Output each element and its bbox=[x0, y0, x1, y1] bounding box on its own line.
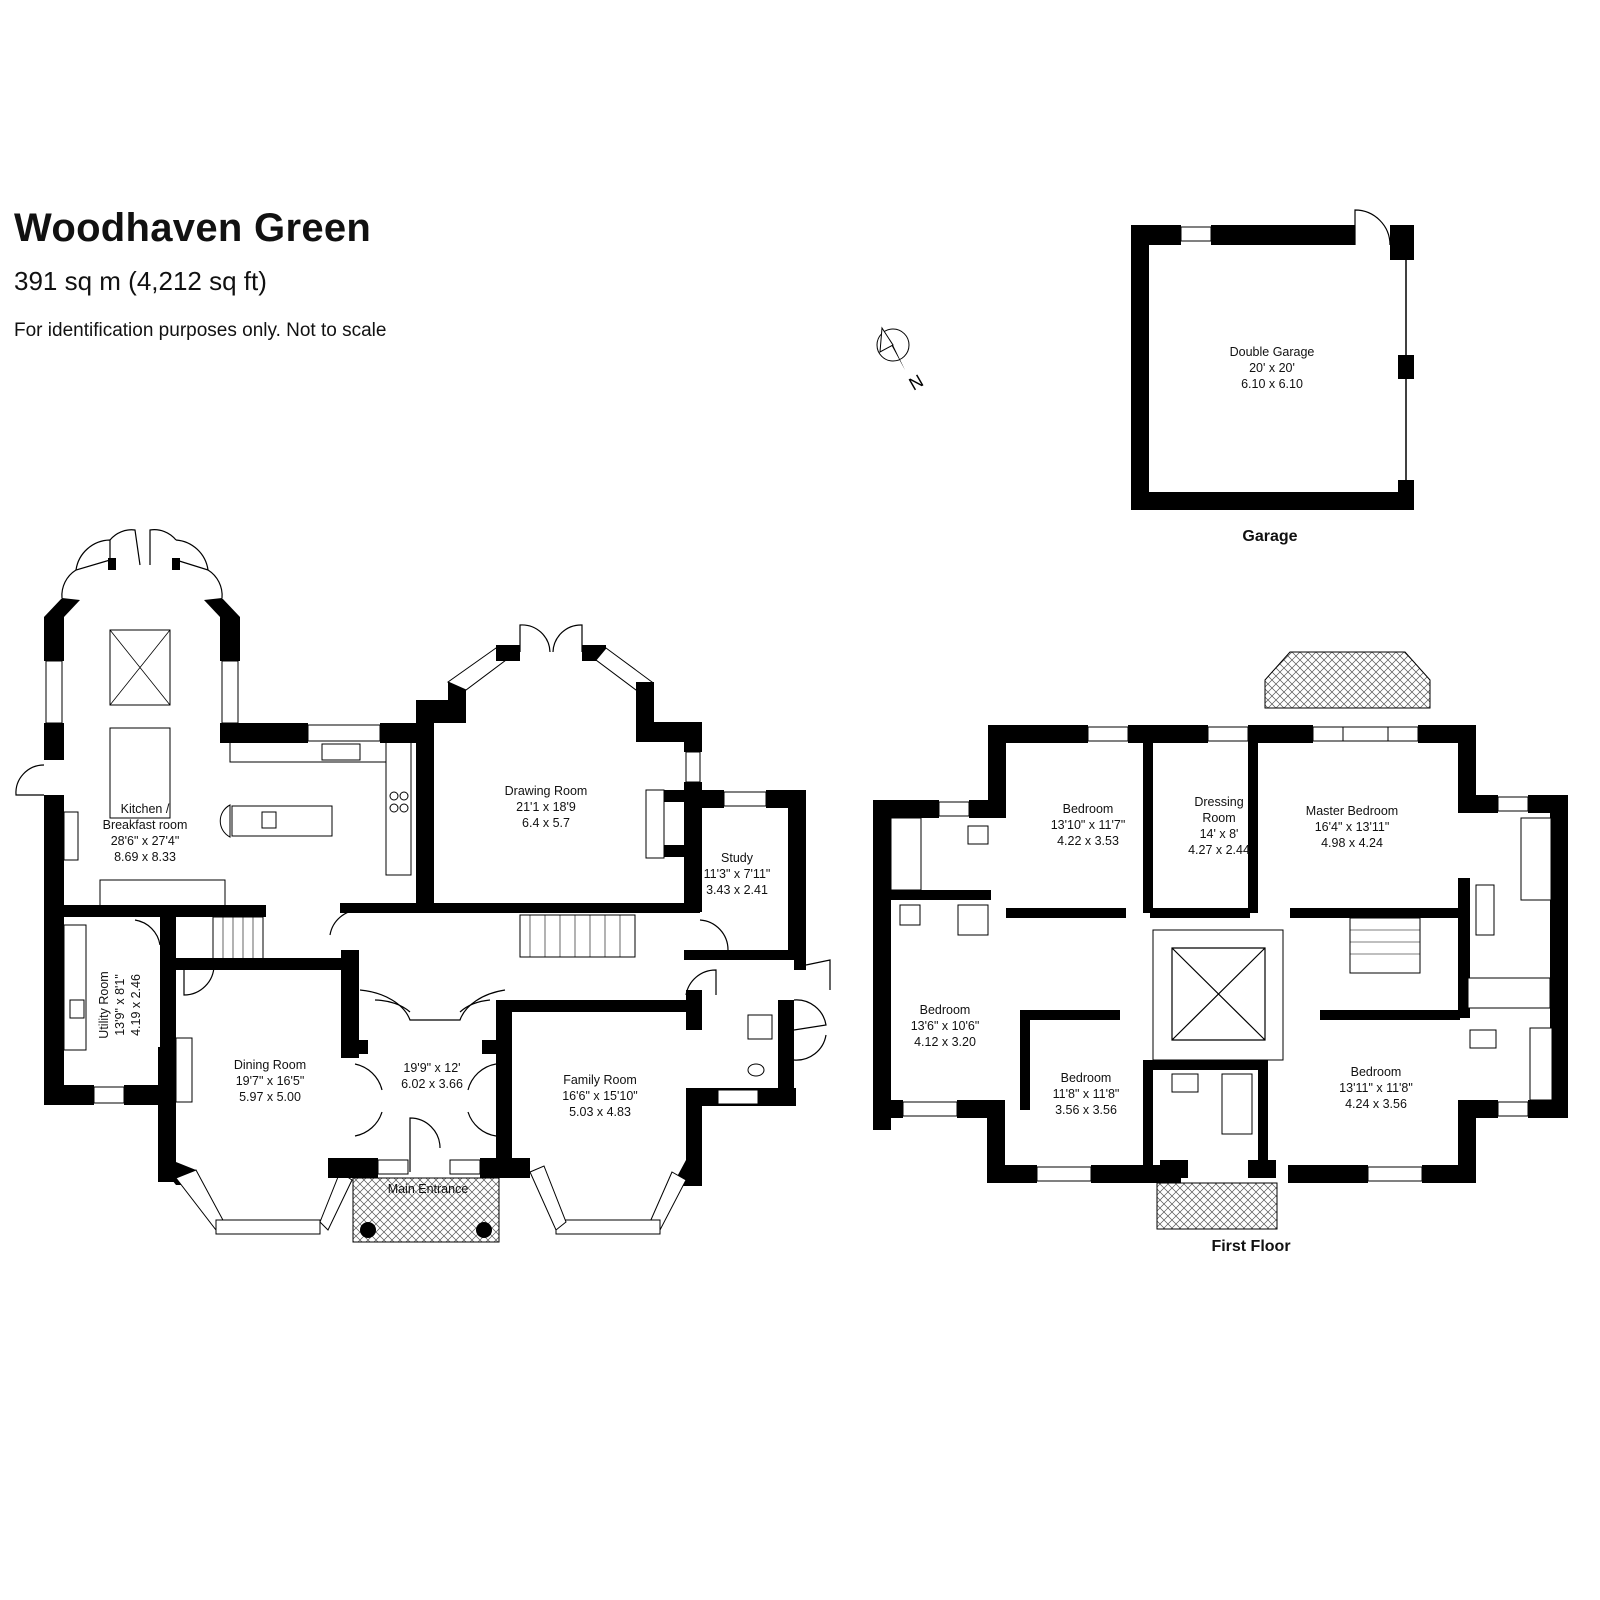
north-arrow-icon: N bbox=[876, 326, 927, 395]
room-imperial: 13'9" x 8'1" bbox=[113, 974, 127, 1036]
room-imperial: 14' x 8' bbox=[1200, 827, 1239, 841]
room-name-line2: Breakfast room bbox=[103, 818, 188, 832]
room-metric: 5.03 x 4.83 bbox=[569, 1105, 631, 1119]
page-title: Woodhaven Green bbox=[14, 206, 372, 250]
room-metric: 4.24 x 3.56 bbox=[1345, 1097, 1407, 1111]
room-name: Drawing Room bbox=[505, 784, 588, 798]
garage-caption: Garage bbox=[1242, 528, 1297, 545]
room-name: Utility Room bbox=[97, 971, 111, 1038]
room-name: Family Room bbox=[563, 1073, 637, 1087]
room-imperial: 19'7" x 16'5" bbox=[236, 1074, 305, 1088]
room-name-line2: Room bbox=[1202, 811, 1235, 825]
room-name: Master Bedroom bbox=[1306, 804, 1398, 818]
north-label: N bbox=[906, 371, 927, 395]
room-metric: 3.56 x 3.56 bbox=[1055, 1103, 1117, 1117]
room-metric: 6.4 x 5.7 bbox=[522, 816, 570, 830]
room-name: Bedroom bbox=[1063, 802, 1114, 816]
room-metric: 5.97 x 5.00 bbox=[239, 1090, 301, 1104]
room-name: Main Entrance bbox=[388, 1182, 469, 1196]
room-metric: 4.27 x 2.44 bbox=[1188, 843, 1250, 857]
room-imperial: 21'1 x 18'9 bbox=[516, 800, 576, 814]
room-imperial: 20' x 20' bbox=[1249, 361, 1295, 375]
room-metric: 3.43 x 2.41 bbox=[706, 883, 768, 897]
room-metric: 4.12 x 3.20 bbox=[914, 1035, 976, 1049]
room-imperial: 16'4" x 13'11" bbox=[1315, 820, 1390, 834]
first-floor-plan: Bedroom 13'10" x 11'7" 4.22 x 3.53 Dress… bbox=[873, 651, 1568, 1255]
room-imperial: 11'3" x 7'11" bbox=[704, 867, 771, 881]
room-metric: 4.19 x 2.46 bbox=[129, 974, 143, 1036]
room-metric: 4.22 x 3.53 bbox=[1057, 834, 1119, 848]
room-imperial: 13'10" x 11'7" bbox=[1051, 818, 1126, 832]
room-name: Bedroom bbox=[1061, 1071, 1112, 1085]
room-imperial: 13'6" x 10'6" bbox=[911, 1019, 980, 1033]
room-name: Study bbox=[721, 851, 754, 865]
room-metric: 8.69 x 8.33 bbox=[114, 850, 176, 864]
ground-floor-plan: Study 11'3" x 7'11" 3.43 x 2.41 Drawing … bbox=[15, 529, 831, 1243]
total-area: 391 sq m (4,212 sq ft) bbox=[14, 266, 267, 296]
disclaimer: For identification purposes only. Not to… bbox=[14, 320, 387, 341]
room-imperial: 19'9" x 12' bbox=[403, 1061, 460, 1075]
room-imperial: 16'6" x 15'10" bbox=[562, 1089, 638, 1103]
first-floor-caption: First Floor bbox=[1211, 1238, 1290, 1255]
room-name: Kitchen / bbox=[121, 802, 170, 816]
room-imperial: 11'8" x 11'8" bbox=[1053, 1087, 1120, 1101]
room-name: Double Garage bbox=[1230, 345, 1315, 359]
room-imperial: 13'11" x 11'8" bbox=[1339, 1081, 1413, 1095]
room-imperial: 28'6" x 27'4" bbox=[111, 834, 180, 848]
room-name: Dining Room bbox=[234, 1058, 306, 1072]
room-name: Dressing bbox=[1194, 795, 1243, 809]
room-metric: 4.98 x 4.24 bbox=[1321, 836, 1383, 850]
garage-plan: Double Garage 20' x 20' 6.10 x 6.10 Gara… bbox=[1131, 209, 1414, 545]
room-name: Bedroom bbox=[1351, 1065, 1402, 1079]
room-metric: 6.10 x 6.10 bbox=[1241, 377, 1303, 391]
room-metric: 6.02 x 3.66 bbox=[401, 1077, 463, 1091]
room-name: Bedroom bbox=[920, 1003, 971, 1017]
